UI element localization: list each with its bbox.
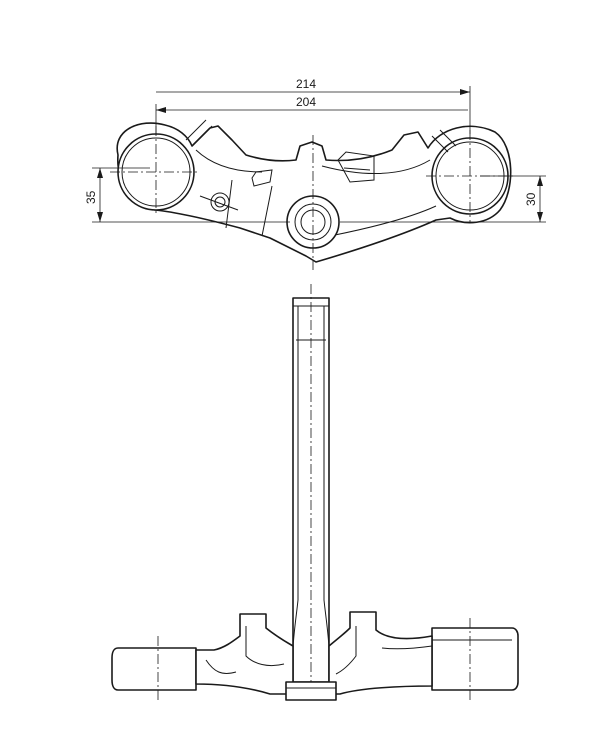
steering-stem [291,284,331,700]
left-clamp-slot [185,119,213,147]
lower-triple-clamp [111,611,519,702]
left-rib-lines [195,149,273,237]
dim-214: 214 [296,77,316,91]
mount-hole-outer [210,192,230,212]
lower-right-fillet [335,626,433,675]
lower-left-boss [111,647,197,691]
dimensions: 214 204 35 30 [84,77,546,223]
mount-hole-inner [214,196,226,208]
left-recess [251,169,273,187]
lower-right-boss [431,627,519,691]
upper-triple-clamp [116,119,512,263]
lower-clamp-body-right [328,611,433,695]
lower-clamp-body [195,613,294,695]
dim-30: 30 [524,192,538,206]
right-recess [337,151,375,183]
right-clamp-slot [431,129,457,153]
dim-35: 35 [84,190,98,204]
right-rib-lines [321,159,437,237]
lower-left-fillet [205,626,285,674]
stem-bottom-collar [285,681,337,701]
dim-204: 204 [296,95,316,109]
